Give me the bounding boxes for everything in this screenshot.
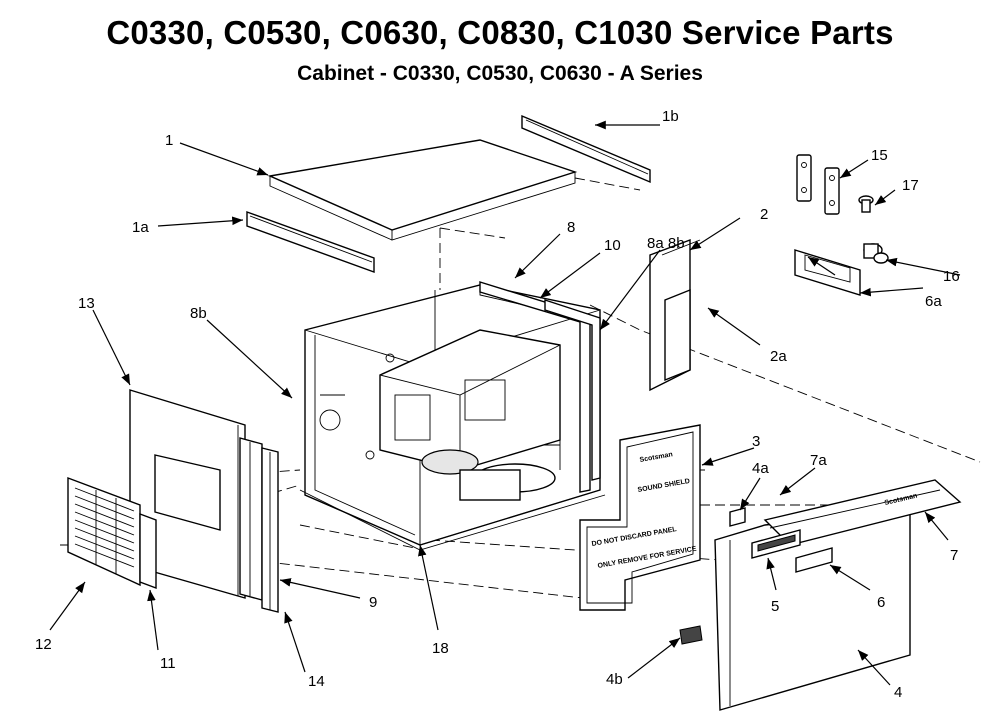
front-post-14: [261, 447, 279, 613]
clip-4a: [729, 507, 746, 527]
callout-2a: 2a: [770, 348, 787, 365]
fitting-16: [863, 243, 889, 264]
callout-12: 12: [35, 636, 52, 653]
callout-3: 3: [752, 433, 760, 450]
callout-7a: 7a: [810, 452, 827, 469]
callout-5: 5: [771, 598, 779, 615]
callout-15: 15: [871, 147, 888, 164]
bracket-4b: [679, 625, 703, 645]
callout-17: 17: [902, 177, 919, 194]
callout-7: 7: [950, 547, 958, 564]
callout-14: 14: [308, 673, 325, 690]
callout-18: 18: [432, 640, 449, 657]
callout-6: 6: [877, 594, 885, 611]
front-grille-12: [67, 476, 141, 587]
front-trim-1a: [246, 211, 375, 273]
page-title: C0330, C0530, C0630, C0830, C1030 Servic…: [106, 14, 894, 51]
callout-4: 4: [894, 684, 902, 701]
handle-slot-5: [751, 529, 801, 559]
sound-shield-3: Scotsman SOUND SHIELD DO NOT DISCARD PAN…: [579, 424, 701, 611]
callout-1b: 1b: [662, 108, 679, 125]
brackets-15: [796, 154, 840, 215]
cabinet-frame: [299, 284, 606, 551]
rear-bracket-2: [649, 238, 701, 392]
callout-9: 9: [369, 594, 377, 611]
callout-4b: 4b: [606, 671, 623, 688]
handle-6: [795, 547, 833, 573]
screw-17: [858, 195, 874, 213]
rear-trim-1b: [521, 114, 651, 184]
front-post-8b: [239, 437, 263, 601]
callout-2: 2: [760, 206, 768, 223]
callout-10: 10: [604, 237, 621, 254]
page-subtitle: Cabinet - C0330, C0530, C0630 - A Series: [297, 62, 703, 85]
callout-13: 13: [78, 295, 95, 312]
leader-lines: [49, 120, 961, 686]
callout-4a: 4a: [752, 460, 769, 477]
callout-8: 8: [567, 219, 575, 236]
rear-panel-8: [479, 281, 601, 493]
callout-8a-8b: 8a 8b: [647, 235, 685, 252]
callout-11: 11: [160, 655, 176, 672]
callout-8b: 8b: [190, 305, 207, 322]
top-panel: [267, 139, 578, 241]
callout-1: 1: [165, 132, 173, 149]
callout-1a: 1a: [132, 219, 149, 236]
callout-labels: 1 1a 1b 2 2a 3 4 4a 4b 5 6 6a 7 7a 8 8a …: [35, 108, 960, 701]
left-side-panel-13: [129, 389, 246, 599]
grille-frame-11: [139, 512, 157, 590]
callout-6a: 6a: [925, 293, 942, 310]
callout-16: 16: [943, 268, 960, 285]
bracket-6a: [794, 249, 861, 296]
